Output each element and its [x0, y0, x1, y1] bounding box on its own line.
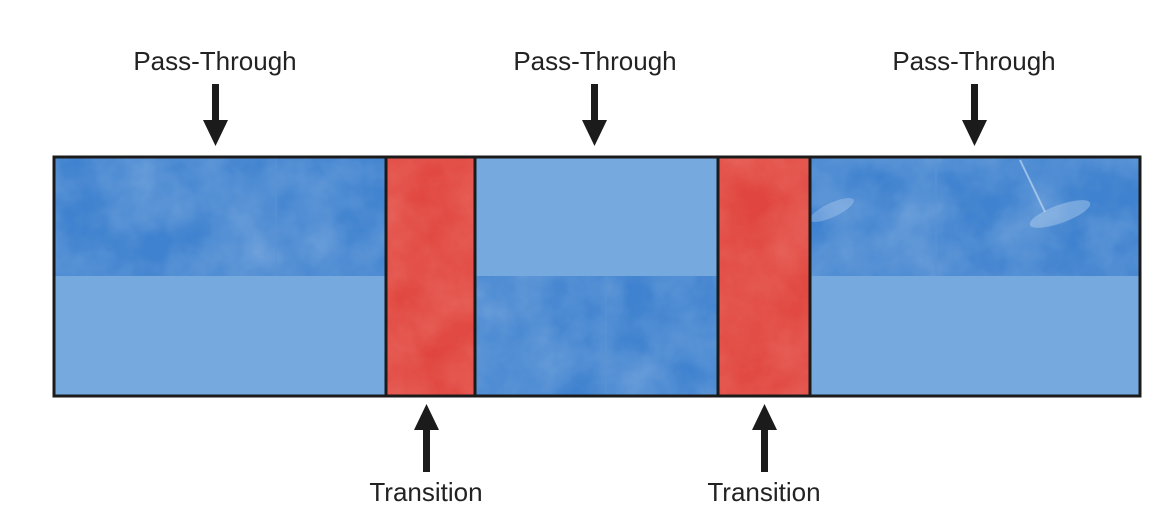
top-arrow-left: [203, 84, 228, 146]
bottom-arrow-right: [752, 404, 777, 472]
segment-left-bottom: [54, 276, 386, 396]
strip-outline: [52, 155, 1142, 398]
transition-right-texture: [718, 157, 810, 396]
label-pass-through-right: Pass-Through: [892, 46, 1055, 76]
segment-right-bottom: [810, 276, 1140, 396]
bottom-arrow-left: [414, 404, 439, 472]
label-pass-through-left: Pass-Through: [133, 46, 296, 76]
top-arrow-right: [962, 84, 987, 146]
transition-segment-right: [718, 157, 810, 396]
segment-left-top-texture: [54, 157, 386, 276]
top-arrow-center: [582, 84, 607, 146]
galaxy-glow: [1029, 200, 1091, 228]
segment-dividers: [384, 157, 812, 396]
label-pass-through-center: Pass-Through: [513, 46, 676, 76]
segment-center-bottom-texture: [475, 276, 718, 396]
galaxy-glow: [810, 198, 854, 222]
transition-left-texture: [386, 157, 475, 396]
pass-through-segment-left: [54, 157, 386, 396]
comet-streak: [1019, 159, 1046, 213]
label-transition-right: Transition: [707, 477, 820, 507]
segment-center-top: [475, 157, 718, 276]
transition-segment-left: [386, 157, 475, 396]
segment-right-top-texture: [810, 157, 1140, 276]
pass-through-segment-center: [475, 157, 718, 396]
pass-through-segment-right: [810, 157, 1140, 396]
label-transition-left: Transition: [369, 477, 482, 507]
